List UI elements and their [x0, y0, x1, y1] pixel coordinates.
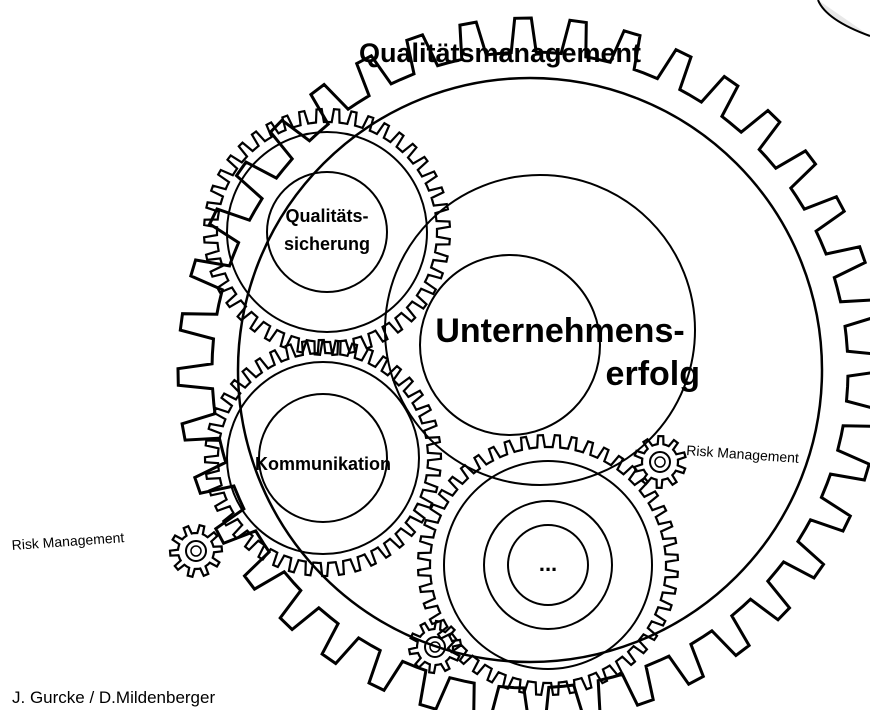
left-gear-teeth	[203, 338, 443, 578]
center-label-line2: erfolg	[606, 355, 700, 393]
risk-management-label-right: Risk Management	[686, 442, 800, 466]
left-gear-rim	[226, 361, 420, 555]
top-gear-label-line2: sicherung	[284, 234, 370, 254]
bottom-gear-teeth	[416, 433, 680, 697]
outer-gear-label: Qualitätsmanagement	[359, 38, 641, 68]
outer-gear-rim	[236, 76, 824, 664]
risk-cog-left-hub	[185, 540, 207, 562]
center-gear-ring	[384, 174, 696, 486]
risk-cog-bottom-hub	[424, 636, 446, 658]
risk-cog-bottom-teeth	[407, 619, 463, 675]
left-gear-label: Kommunikation	[255, 454, 391, 474]
risk-cog-right-teeth	[633, 434, 687, 490]
risk-cog-right-axle	[654, 456, 666, 468]
risk-cog-left-teeth	[168, 523, 224, 579]
risk-cog-bottom-axle	[429, 641, 441, 653]
top-gear-label-line1: Qualitäts-	[285, 206, 368, 226]
top-gear-rim	[226, 131, 428, 333]
bottom-gear-rim	[443, 460, 653, 670]
risk-management-label-left: Risk Management	[11, 529, 125, 553]
left-gear-hub	[258, 393, 388, 523]
center-label-line1: Unternehmens-	[435, 312, 684, 350]
risk-cog-right-hub	[649, 451, 671, 473]
author-credit: J. Gurcke / D.Mildenberger	[12, 688, 216, 707]
top-gear-hub	[266, 171, 388, 293]
bottom-gear-hub-inner	[507, 524, 589, 606]
top-gear-teeth	[202, 107, 452, 357]
bottom-gear-hub-outer	[483, 500, 613, 630]
center-gear-hub	[419, 254, 601, 436]
corner-arc-decoration	[817, 0, 870, 37]
bottom-gear-label: ...	[539, 551, 557, 576]
risk-cog-left-axle	[190, 545, 202, 557]
outer-gear-teeth	[176, 16, 870, 715]
